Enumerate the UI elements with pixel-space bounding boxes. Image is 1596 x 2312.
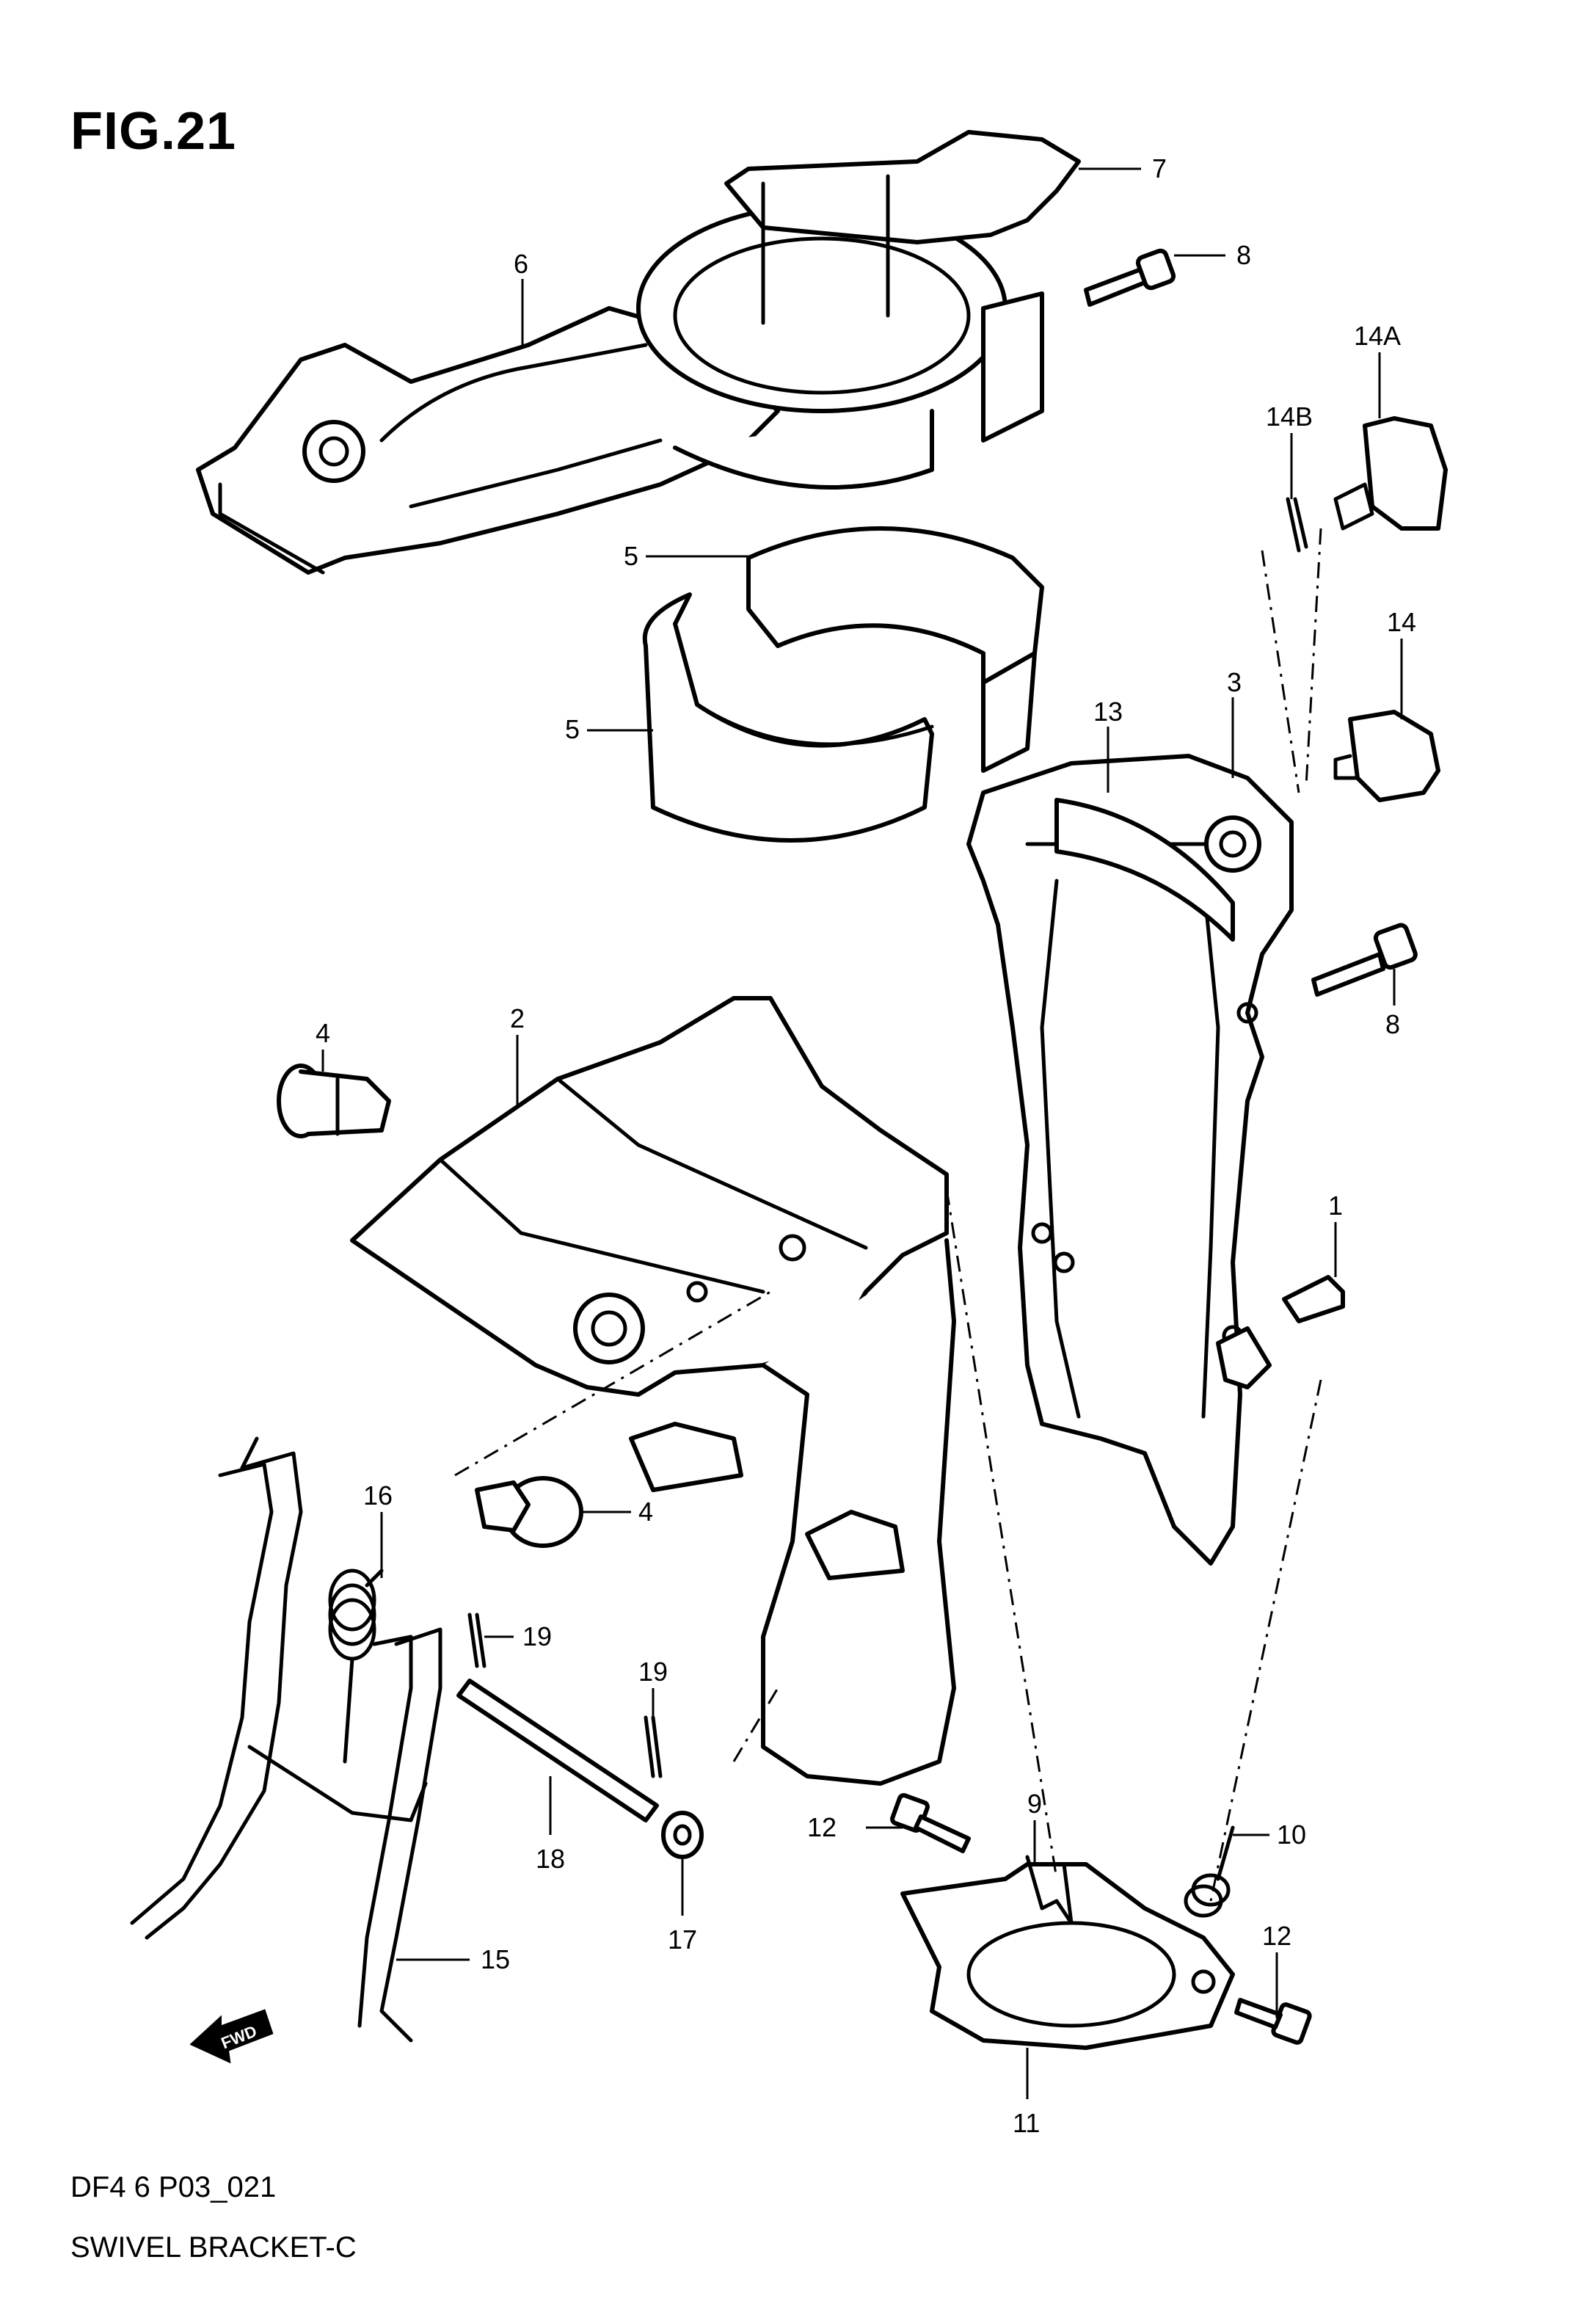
callout-8: 8 [1236, 240, 1251, 270]
part-7-clamp-ring [636, 130, 1081, 490]
part-4-bushing-upper [277, 1064, 391, 1138]
callout-labels: 7 8 6 14A 14B 14 5 5 13 3 8 4 2 1 4 16 1… [316, 153, 1416, 2138]
part-13-thrust-pad [1054, 798, 1235, 942]
part-14a-knob [1333, 416, 1448, 531]
callout-17: 17 [668, 1924, 697, 1955]
figure-code: DF4 6 P03_021 [70, 2171, 277, 2203]
callout-12b: 12 [1262, 1921, 1291, 1951]
part-12-bolt-right [1234, 1998, 1312, 2045]
callout-10: 10 [1277, 1820, 1306, 1850]
callout-19a: 19 [522, 1621, 552, 1651]
callout-11: 11 [1013, 2108, 1040, 2138]
part-15-tilt-lever [130, 1436, 442, 2043]
callout-4b: 4 [638, 1497, 653, 1527]
part-16-spring [328, 1568, 384, 1764]
callout-18: 18 [536, 1844, 565, 1874]
part-12-bolt-left [890, 1793, 971, 1853]
part-14b-cotter-pin [1286, 497, 1308, 553]
callout-14a: 14A [1354, 321, 1401, 351]
part-5-liner-lower [642, 592, 934, 843]
part-19-cotter-pin-b [644, 1715, 663, 1778]
callout-4a: 4 [316, 1018, 330, 1048]
callout-5a: 5 [624, 541, 638, 571]
callout-9: 9 [1027, 1789, 1042, 1819]
callout-5b: 5 [565, 714, 580, 744]
part-8-bolt-lower [1311, 923, 1418, 997]
callout-12a: 12 [807, 1812, 837, 1842]
part-18-pin [456, 1679, 659, 1822]
part-6-upper-arm [196, 306, 780, 575]
callout-13: 13 [1093, 697, 1123, 727]
part-4-bushing-lower [475, 1476, 583, 1548]
part-19-cotter-pin-a [467, 1613, 487, 1668]
part-8-bolt-upper [1084, 248, 1176, 307]
part-10-spring [1184, 1825, 1235, 1918]
callout-2: 2 [510, 1003, 525, 1033]
part-1-grease-nipple [1216, 1275, 1345, 1389]
part-17-washer [661, 1811, 704, 1859]
callout-14b: 14B [1266, 401, 1313, 432]
callout-7: 7 [1152, 153, 1167, 183]
callout-3: 3 [1227, 667, 1242, 697]
callout-14: 14 [1387, 607, 1416, 637]
part-3-swivel-housing [966, 754, 1294, 1566]
figure-name: SWIVEL BRACKET-C [70, 2231, 357, 2264]
part-14-knob [1333, 710, 1440, 802]
callout-19b: 19 [638, 1657, 668, 1687]
assembly-lines [454, 528, 1322, 1902]
fwd-arrow-icon: FWD [189, 2009, 274, 2064]
part-5-liner-upper [746, 526, 1044, 773]
figure-title: FIG.21 [70, 102, 237, 161]
callout-1: 1 [1328, 1190, 1343, 1221]
callout-16: 16 [363, 1480, 393, 1511]
part-2-lower-leg [629, 1238, 956, 1786]
part-2-stern-bracket [350, 996, 949, 1397]
leader-lines [321, 167, 1403, 2099]
callout-6: 6 [514, 249, 528, 279]
callout-8b: 8 [1385, 1009, 1400, 1039]
callout-15: 15 [481, 1944, 510, 1974]
part-9-spring [1025, 1855, 1074, 1925]
